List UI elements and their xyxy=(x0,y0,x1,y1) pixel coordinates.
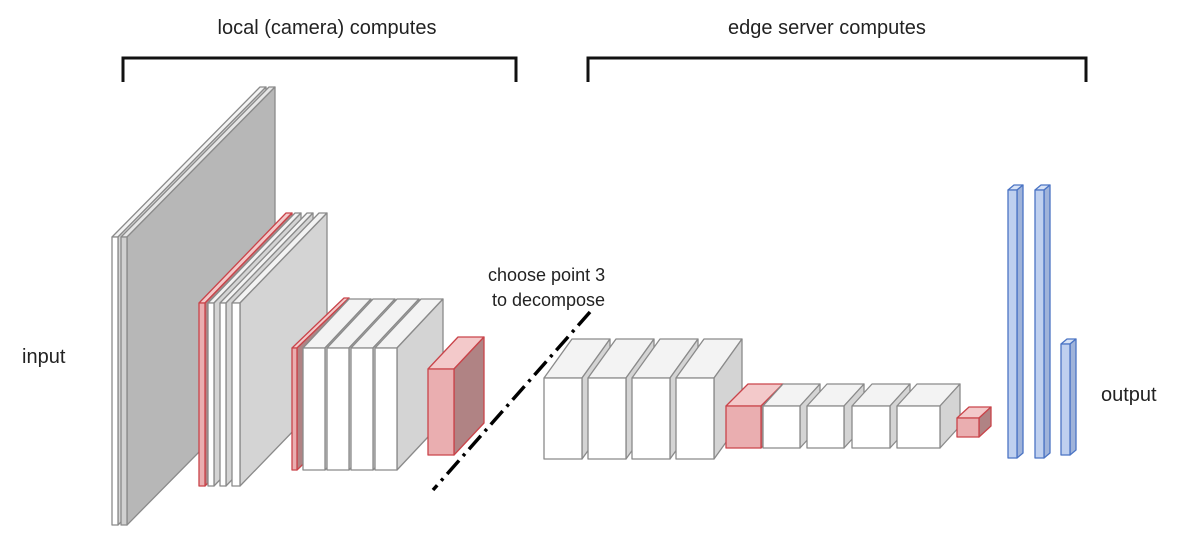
split-label-line2: to decompose xyxy=(492,290,605,310)
fc-layer-3 xyxy=(1060,338,1077,456)
edge-red-block-2 xyxy=(956,406,992,438)
split-label-line1: choose point 3 xyxy=(488,265,605,285)
fc-layer-2 xyxy=(1034,184,1051,459)
local-computes-label: local (camera) computes xyxy=(218,17,437,39)
input-label: input xyxy=(22,346,66,368)
split-dashed-line xyxy=(431,310,592,492)
output-label: output xyxy=(1101,384,1157,406)
edge-bracket xyxy=(586,56,1088,82)
fc-layer-1 xyxy=(1007,184,1024,459)
conv2-layer-4 xyxy=(374,298,444,471)
split-red-block xyxy=(427,336,485,456)
local-bracket xyxy=(121,56,518,82)
edge-computes-label: edge server computes xyxy=(728,17,926,39)
network-layers xyxy=(111,86,1077,526)
